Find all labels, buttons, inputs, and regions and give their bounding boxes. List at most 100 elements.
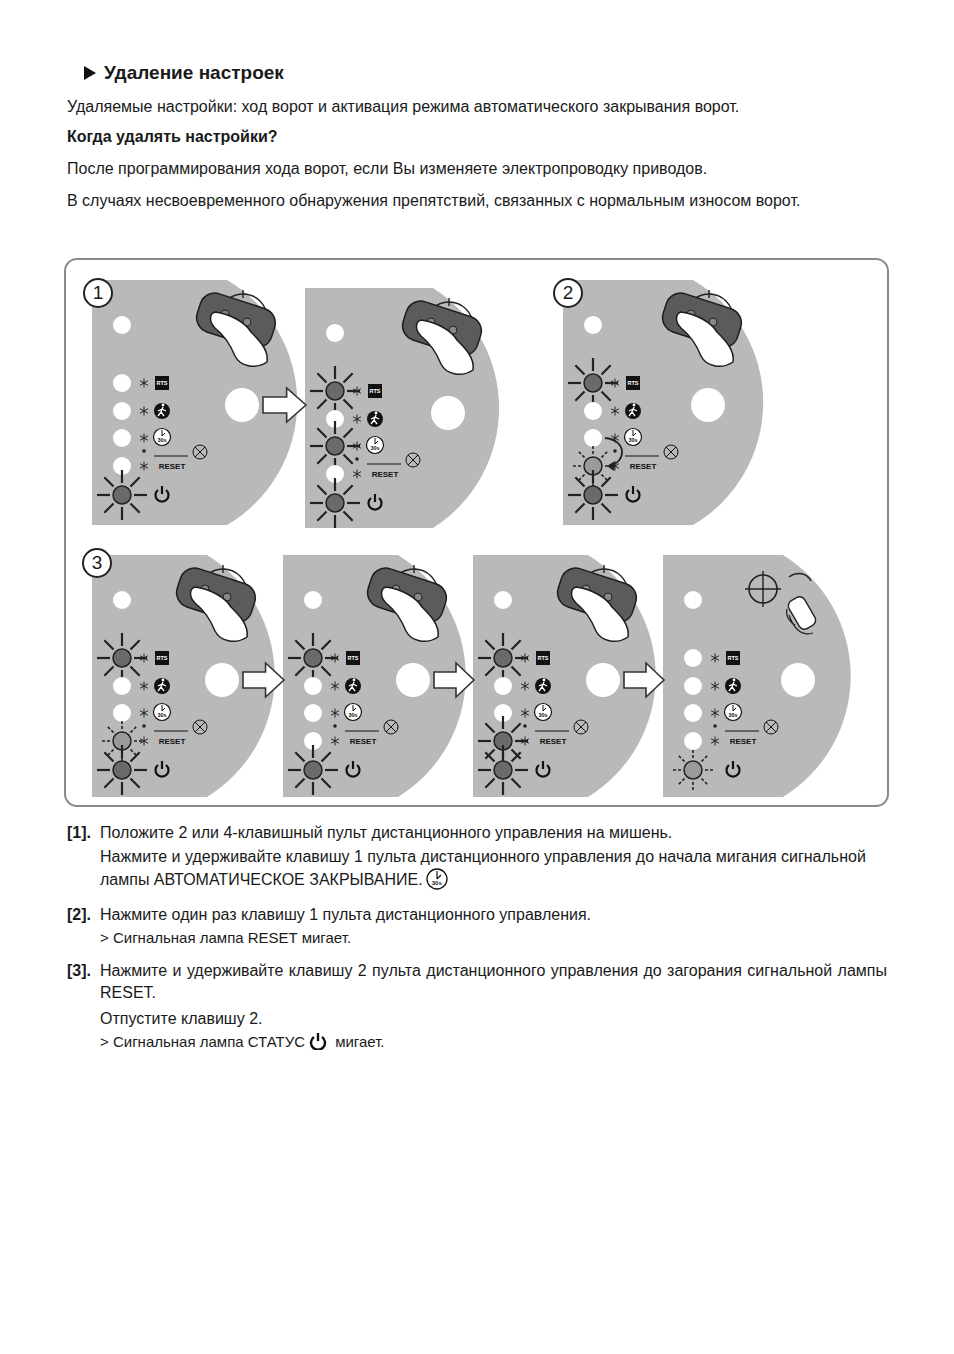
cancel-cross: [666, 447, 676, 457]
asterisk-mark: [140, 436, 148, 441]
control-panel: RTS30sRESET: [473, 555, 658, 797]
text-block: > Сигнальная лампа СТАТУСмигает.: [100, 1032, 890, 1052]
pedestrian-figure: [629, 407, 637, 416]
blink-ray: [97, 769, 110, 771]
blink-ray: [312, 782, 314, 795]
body-text: Отпустите клавишу 2.: [100, 1010, 263, 1027]
blink-ray: [502, 716, 504, 729]
blink-ray: [478, 740, 491, 742]
divider-line: [154, 731, 188, 732]
figure-frame: [65, 259, 888, 806]
blink-ray: [106, 725, 113, 732]
panel-drawing: [283, 555, 468, 797]
blink-ray: [705, 769, 715, 771]
blink-ray: [121, 633, 123, 646]
blink-ray: [485, 752, 494, 761]
pedestrian-figure: [371, 415, 379, 424]
asterisk-mark: [140, 739, 148, 744]
indicator-led: [113, 316, 131, 334]
body-text: мигает.: [335, 1033, 384, 1050]
rts-icon: [346, 651, 360, 665]
pedestrian-icon: [367, 411, 383, 427]
blink-ray: [502, 633, 504, 646]
page-title: Удаление настроек: [104, 62, 284, 84]
panel-drawing: [663, 555, 853, 797]
cancel-cross: [576, 722, 586, 732]
indicator-led: [684, 591, 702, 609]
blink-ray: [97, 657, 110, 659]
text-block: Отпустите клавишу 2.: [100, 1008, 890, 1030]
power-bar: [161, 486, 163, 494]
asterisk-mark: [140, 381, 148, 386]
timer-hand: [162, 430, 165, 436]
signal-arc: [789, 574, 811, 581]
blink-ray: [325, 769, 338, 771]
blink-ray: [343, 511, 352, 520]
indicator-led: [113, 591, 131, 609]
blink-ray: [121, 470, 123, 483]
blink-ray: [334, 515, 336, 528]
asterisk-mark: [353, 472, 361, 477]
asterisk-mark: [140, 656, 148, 661]
receiver-lens: [586, 663, 620, 697]
body-text: После программирования хода ворот, если …: [67, 160, 707, 177]
rts-icon: [155, 651, 169, 665]
control-panel: RTS30sRESET: [283, 555, 468, 797]
blink-ray: [134, 494, 147, 496]
blink-ray: [130, 477, 139, 486]
timer-text: 30s: [348, 713, 357, 719]
control-panel: RTS30sRESET: [92, 280, 297, 525]
asterisk-mark: [521, 711, 529, 716]
indicator-led: [684, 649, 702, 667]
timer-icon: [154, 704, 171, 721]
indicator-led: [326, 324, 344, 342]
asterisk-mark: [331, 656, 339, 661]
power-bar: [352, 761, 354, 769]
asterisk-mark: [521, 739, 529, 744]
blink-ray: [130, 752, 139, 761]
finger: [211, 312, 268, 366]
blink-ray: [130, 725, 137, 732]
pedestrian-head: [162, 404, 165, 407]
timer-hand: [353, 705, 356, 711]
rts-text: RTS: [157, 656, 168, 662]
divider-line: [154, 456, 188, 457]
step-number: 2: [553, 278, 583, 308]
body-text: [2].: [67, 906, 91, 923]
blink-ray: [601, 450, 608, 457]
clock-hand: [437, 871, 441, 879]
asterisk-mark: [353, 389, 361, 394]
divider-line: [367, 464, 401, 465]
asterisk-mark: [140, 436, 148, 441]
blink-ray: [97, 494, 110, 496]
step-number-text: 2: [563, 282, 574, 304]
blink-ray: [692, 782, 694, 792]
asterisk-mark: [140, 684, 148, 689]
timer-icon: [725, 704, 742, 721]
blink-ray: [485, 778, 494, 787]
blink-ray: [575, 477, 584, 486]
blink-ray: [104, 477, 113, 486]
text-block: Удаляемые настройки: ход ворот и активац…: [67, 96, 897, 118]
indicator-led: [113, 429, 131, 447]
indicator-led: [304, 704, 322, 722]
divider-line: [535, 731, 569, 732]
asterisk-mark: [611, 409, 619, 414]
asterisk-mark: [521, 684, 529, 689]
asterisk-mark: [353, 389, 361, 394]
asterisk-mark: [711, 739, 719, 744]
blink-ray: [592, 507, 594, 520]
asterisk-mark: [331, 739, 339, 744]
asterisk-mark: [711, 656, 719, 661]
blink-ray: [511, 752, 520, 761]
blink-ray: [130, 666, 139, 675]
timer-text: 30s: [370, 446, 379, 452]
body-text: В случаях несвоевременного обнаружения п…: [67, 192, 800, 209]
pedestrian-icon: [535, 678, 551, 694]
blink-ray: [692, 748, 694, 758]
asterisk-mark: [521, 656, 529, 661]
rts-text: RTS: [348, 656, 359, 662]
blink-ray: [100, 740, 110, 742]
body-text: [3].: [67, 962, 91, 979]
asterisk-mark: [140, 409, 148, 414]
